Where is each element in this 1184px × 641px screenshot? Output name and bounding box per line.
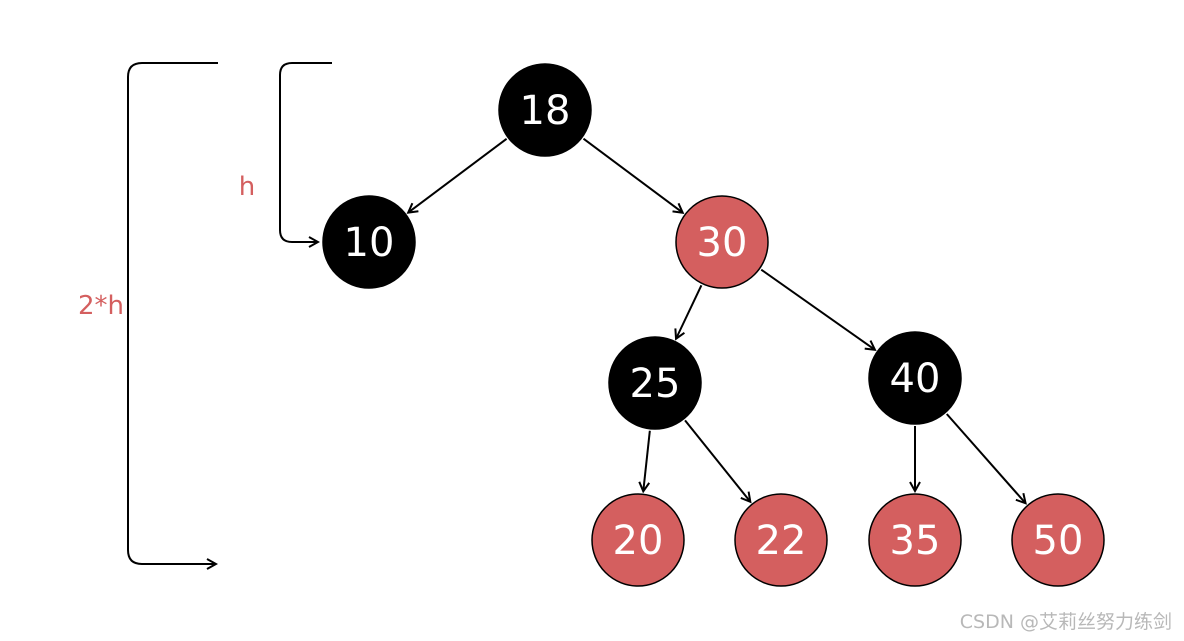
edge-25-20 [643,430,651,492]
node-value-50: 50 [1033,518,1084,564]
node-circle-25 [608,336,702,430]
tree-node-20: 20 [591,493,685,587]
edge-18-30 [582,137,682,213]
tree-node-22: 22 [734,493,828,587]
tree-node-18: 18 [498,63,592,157]
edge-30-25 [676,284,703,338]
node-value-20: 20 [613,518,664,564]
tree-node-35: 35 [868,493,962,587]
edge-40-50 [946,413,1026,503]
node-value-22: 22 [756,518,807,564]
edges-layer [408,137,1026,504]
node-value-18: 18 [520,88,571,134]
edge-30-40 [760,268,875,350]
height-2h-bracket [127,62,218,564]
tree-node-25: 25 [608,336,702,430]
edge-18-10 [408,138,508,213]
node-value-35: 35 [890,518,941,564]
node-value-10: 10 [344,220,395,266]
edge-25-22 [684,419,750,501]
node-circle-20 [591,493,685,587]
node-value-25: 25 [630,361,681,407]
height-2h-label: 2*h [78,291,124,321]
node-circle-18 [498,63,592,157]
node-circle-30 [675,195,769,289]
tree-node-50: 50 [1011,493,1105,587]
height-h-bracket [279,62,332,242]
node-circle-50 [1011,493,1105,587]
node-circle-35 [868,493,962,587]
tree-node-30: 30 [675,195,769,289]
node-value-40: 40 [890,356,941,402]
node-circle-10 [322,195,416,289]
node-value-30: 30 [697,220,748,266]
watermark-text: CSDN @艾莉丝努力练剑 [960,611,1172,633]
node-circle-22 [734,493,828,587]
node-circle-40 [868,331,962,425]
nodes-layer: 18 10 30 25 40 20 22 35 50 [322,63,1105,587]
tree-node-40: 40 [868,331,962,425]
tree-node-10: 10 [322,195,416,289]
height-h-label: h [239,172,255,202]
